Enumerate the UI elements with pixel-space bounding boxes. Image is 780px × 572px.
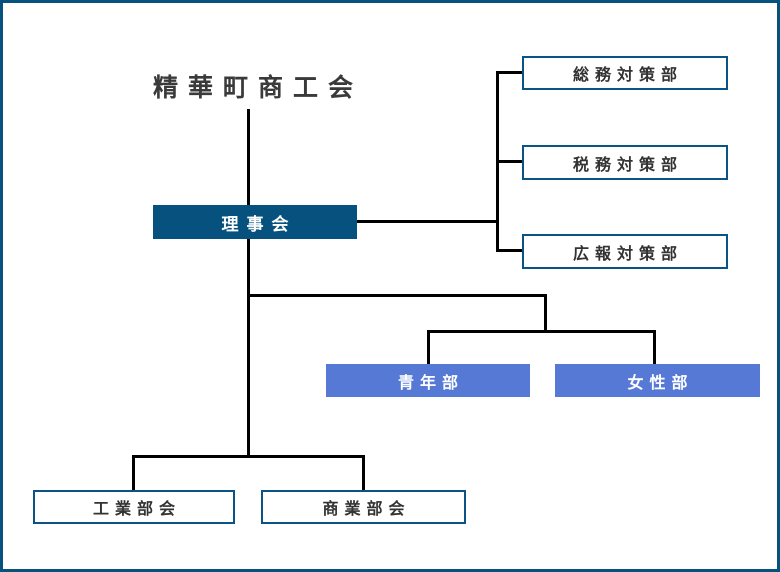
connector-branch-general-affairs [496, 71, 524, 74]
box-womens-division: 女性部 [555, 364, 760, 397]
connector-board-committees [357, 220, 499, 223]
box-public-relations-dept: 広報対策部 [522, 234, 728, 269]
box-tax-affairs-dept: 税務対策部 [522, 145, 728, 180]
connector-drop-womens-division [653, 330, 656, 364]
box-general-affairs-dept: 総務対策部 [522, 56, 728, 90]
connector-divisions-horizontal-lower [427, 330, 656, 333]
connector-title-board [247, 109, 250, 205]
connector-divisions-horizontal-upper [247, 294, 547, 297]
box-youth-division: 青年部 [326, 364, 530, 397]
connector-board-down [247, 239, 250, 458]
connector-drop-industrial-section [132, 455, 135, 490]
connector-drop-commerce-section [362, 455, 365, 490]
connector-drop-youth-division [427, 330, 430, 364]
box-board-of-directors: 理事会 [153, 205, 357, 239]
connector-branch-public-relations [496, 249, 524, 252]
connector-divisions-vertical [544, 294, 547, 333]
connector-branch-tax-affairs [496, 160, 524, 163]
connector-sections-horizontal [132, 455, 365, 458]
page-title: 精華町商工会 [152, 73, 363, 102]
box-commerce-section: 商業部会 [261, 490, 466, 524]
box-industrial-section: 工業部会 [33, 490, 235, 524]
